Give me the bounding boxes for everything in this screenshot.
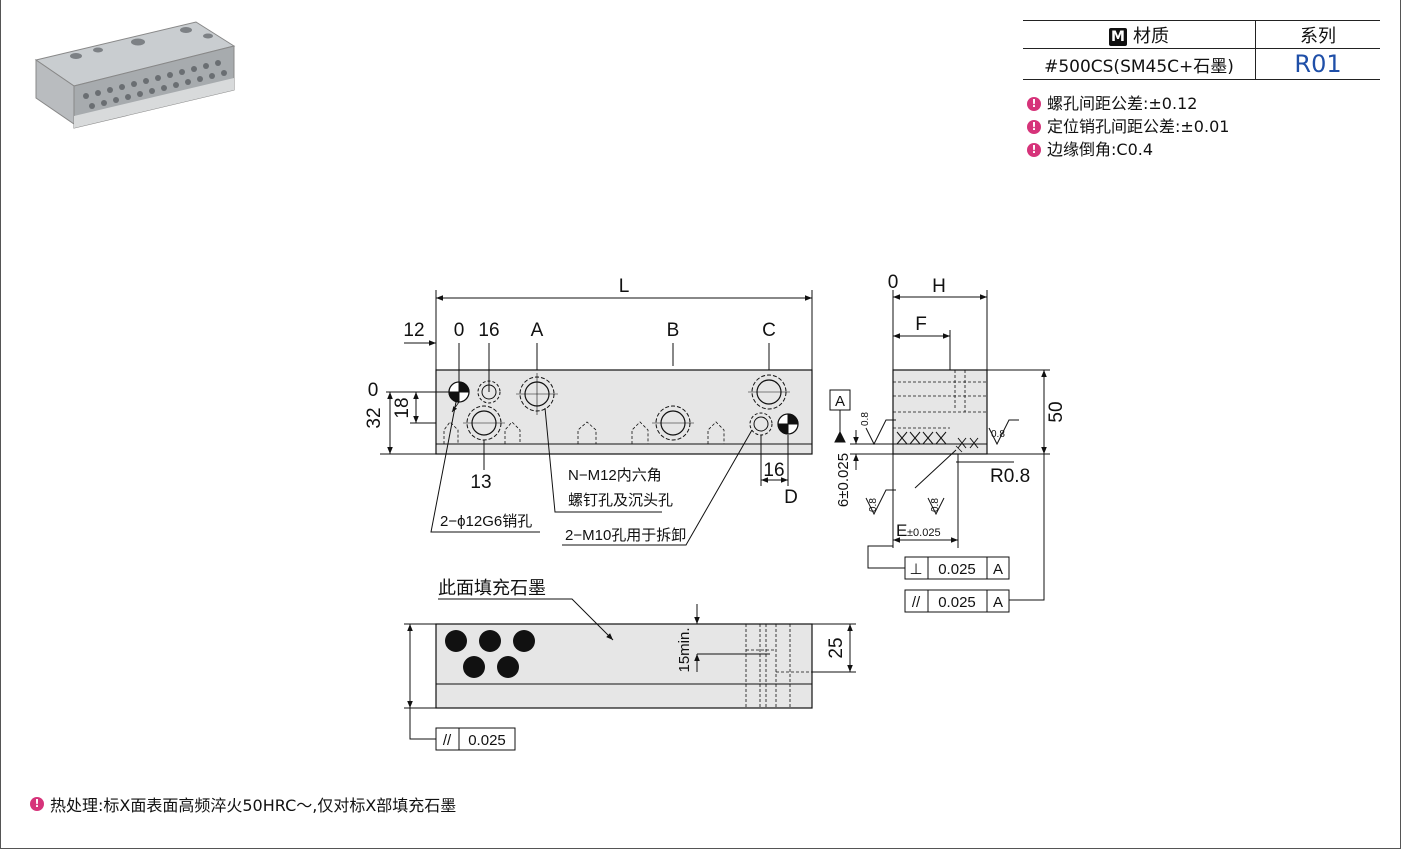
series-value: R01 [1294,50,1342,78]
side-dim-F: F [915,314,927,335]
note-text: 定位销孔间距公差:±0.01 [1047,117,1230,136]
graphite-label: 此面填充石墨 [438,578,546,598]
material-header: 材质 [1133,25,1169,47]
dim-E: E [896,521,907,540]
spec-table: M 材质 系列 #500CS(SM45C+石墨) R01 [1023,20,1380,80]
dim-32: 32 [364,407,385,428]
dim-E-tol: ±0.025 [907,527,941,539]
series-header: 系列 [1255,20,1380,49]
callout-remove-hole: 2−M10孔用于拆卸 [565,527,686,544]
note-text: 螺孔间距公差:±0.12 [1047,94,1198,113]
side-dim-H: H [932,276,946,297]
label-B: B [667,320,680,341]
label-C: C [762,320,776,341]
tolerance-notes: ! 螺孔间距公差:±0.12 ! 定位销孔间距公差:±0.01 ! 边缘倒角:C0.4 [1027,92,1229,161]
note-item: ! 螺孔间距公差:±0.12 [1027,92,1229,115]
note-item: ! 定位销孔间距公差:±0.01 [1027,115,1229,138]
dim-12: 12 [403,320,424,341]
dim-18: 18 [392,397,413,418]
fcf-par-value: 0.025 [938,594,976,611]
roughness-1: 0.8 [860,412,871,426]
alert-icon: ! [1027,142,1041,157]
product-photo [34,21,236,129]
side-dim-50: 50 [1046,401,1067,422]
callout-screw-line1: N−M12内六角 [568,467,662,484]
roughness-3: 0.8 [868,498,879,512]
callout-screw-line2: 螺钉孔及沉头孔 [568,492,673,509]
radius-R0-8: R0.8 [990,466,1030,487]
datum-A: A [835,393,845,410]
series-value-cell: R01 [1255,48,1380,80]
fcf-perp-value: 0.025 [938,561,976,578]
alert-icon: ! [30,797,44,811]
graphite-plugs [445,630,535,678]
fcf-perp-symbol: ⊥ [909,561,922,578]
material-header-cell: M 材质 [1023,20,1256,49]
dim-L: L [619,276,630,297]
fcf-par-symbol: // [912,594,921,611]
alert-icon: ! [1027,119,1041,134]
heat-treatment-text: 热处理:标X面表面高频淬火50HRC～,仅对标X部填充石墨 [50,796,457,815]
note-text: 边缘倒角:C0.4 [1047,140,1154,159]
bottom-fcf-symbol: // [443,732,452,749]
dim-13: 13 [470,472,491,493]
material-badge-icon: M [1109,27,1127,46]
dim-0-left: 0 [368,380,379,401]
front-block [435,369,813,455]
side-view [829,290,1050,613]
dim-15min: 15min. [676,627,693,672]
hole-screw-C [748,374,790,410]
heat-treatment-note: ! 热处理:标X面表面高频淬火50HRC～,仅对标X部填充石墨 [30,792,456,816]
callout-pin-hole: 2−ϕ12G6销孔 [440,513,532,530]
note-item: ! 边缘倒角:C0.4 [1027,138,1229,161]
material-value: #500CS(SM45C+石墨) [1023,48,1256,80]
hole-screw-A [516,373,558,415]
roughness-2: 0.8 [991,429,1005,440]
dim-16-right: 16 [763,460,784,481]
roughness-4: 0.8 [930,498,941,512]
dim-6-tol: 6±0.025 [835,453,852,507]
fcf-perp-ref: A [993,561,1003,578]
hole-screw-B [652,405,694,441]
bottom-fcf-value: 0.025 [468,732,506,749]
bottom-view [404,598,856,751]
front-view [380,290,813,546]
side-dim-0: 0 [888,272,899,293]
dim-0-top: 0 [454,320,465,341]
fcf-par-ref: A [993,594,1003,611]
label-D: D [784,487,798,508]
alert-icon: ! [1027,96,1041,111]
hole-pin-2 [777,413,799,435]
label-A: A [531,320,544,341]
dim-16-top: 16 [478,320,499,341]
dim-25: 25 [826,637,847,658]
